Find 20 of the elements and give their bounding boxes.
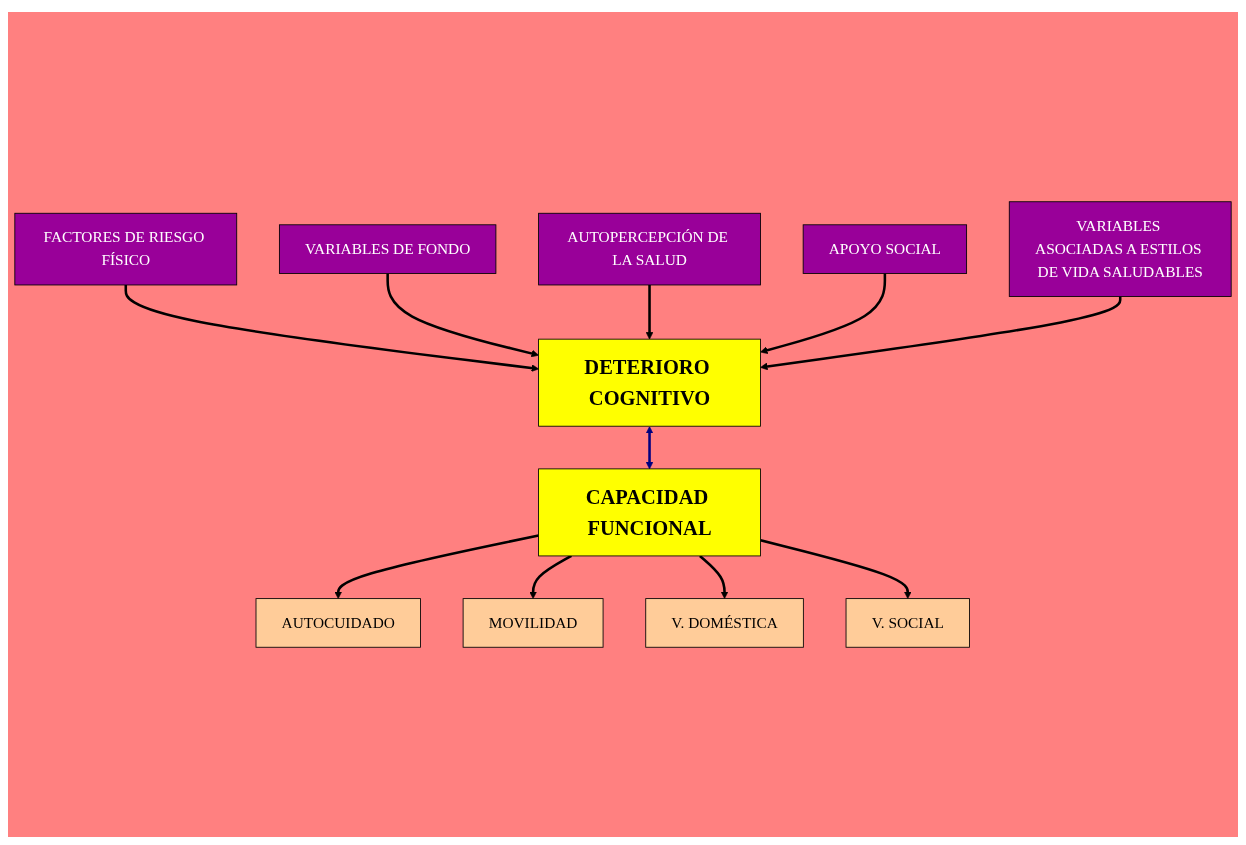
node-box: FACTORES DE RIESGO FÍSICO [14, 212, 238, 286]
arrow [529, 554, 572, 599]
node-box: DETERIORO COGNITIVO [538, 338, 761, 427]
node-box: MOVILIDAD [462, 598, 604, 648]
arrow [334, 534, 539, 599]
arrow [124, 284, 539, 372]
node-box: AUTOPERCEPCIÓN DE LA SALUD [538, 212, 761, 286]
arrow [386, 273, 539, 358]
arrow [760, 273, 887, 354]
node-box: AUTOCUIDADO [255, 598, 421, 648]
arrow [645, 284, 654, 340]
node-box: V. DOMÉSTICA [645, 598, 804, 648]
node-box: VARIABLES ASOCIADAS A ESTILOS DE VIDA SALUDABLES [1008, 201, 1232, 297]
node-box: V. SOCIAL [845, 598, 970, 648]
node-box: CAPACIDAD FUNCIONAL [538, 468, 761, 557]
arrow [645, 426, 654, 470]
arrow [699, 554, 729, 599]
node-box: APOYO SOCIAL [802, 224, 968, 274]
node-box: VARIABLES DE FONDO [278, 224, 497, 274]
arrow [760, 539, 912, 599]
